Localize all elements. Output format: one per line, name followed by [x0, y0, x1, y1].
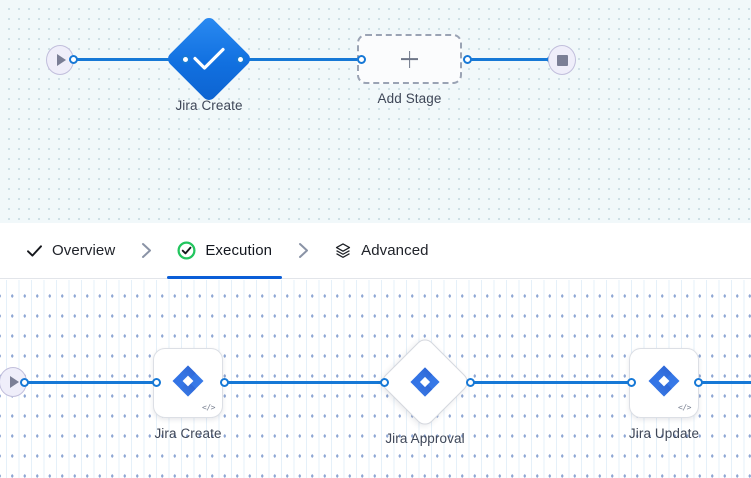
port-jira-approval-in[interactable] [380, 378, 389, 387]
stop-icon [556, 54, 568, 66]
stage-node-jira-create[interactable]: Jira Create [165, 15, 253, 113]
edge-jira-create-to-add-stage [238, 58, 360, 61]
edge-jira-update-outgoing [696, 381, 751, 384]
add-stage-box[interactable] [357, 34, 462, 84]
step-card[interactable]: </> [629, 348, 699, 418]
stage-config-tabbar: Overview Execution [0, 223, 751, 279]
tab-overview[interactable]: Overview [22, 223, 119, 279]
step-label-jira-approval: Jira Approval [385, 431, 465, 446]
port-add-stage-out[interactable] [463, 55, 472, 64]
add-stage-label: Add Stage [377, 91, 442, 106]
port-jira-update-out[interactable] [694, 378, 703, 387]
jira-icon [171, 364, 205, 403]
port-add-stage-in[interactable] [357, 55, 366, 64]
code-badge: </> [202, 403, 215, 412]
pipeline-overview-canvas[interactable]: Jira Create Add Stage [0, 0, 751, 223]
check-icon [178, 28, 240, 90]
edge-start-to-jira-create [72, 58, 184, 61]
edge-add-stage-to-end [466, 58, 550, 61]
step-node-jira-approval[interactable]: Jira Approval [378, 335, 472, 446]
port-jira-create-exec-in[interactable] [152, 378, 161, 387]
pipeline-start-node[interactable] [46, 45, 74, 75]
execution-steps-canvas[interactable]: </> Jira Create [0, 280, 751, 478]
tab-label-advanced: Advanced [361, 242, 429, 259]
tab-label-execution: Execution [205, 242, 273, 259]
jira-icon [647, 364, 681, 403]
step-label-jira-create: Jira Create [154, 426, 222, 441]
play-icon [57, 54, 66, 66]
port-jira-create-exec-out[interactable] [220, 378, 229, 387]
port-exec-start-out[interactable] [20, 378, 29, 387]
stage-label-jira-create: Jira Create [175, 98, 243, 113]
tab-label-overview: Overview [52, 242, 116, 259]
port-jira-approval-out[interactable] [466, 378, 475, 387]
edge-start-to-jira-create-exec [22, 381, 157, 384]
chevron-right-icon [276, 242, 330, 259]
step-node-jira-create[interactable]: </> Jira Create [153, 348, 223, 441]
layers-hexagon-icon [334, 242, 352, 260]
port-jira-update-in[interactable] [627, 378, 636, 387]
check-icon [26, 244, 43, 258]
edge-jira-approval-to-jira-update [468, 381, 628, 384]
code-badge: </> [678, 403, 691, 412]
check-circle-green-icon [177, 241, 196, 260]
play-icon [10, 376, 19, 388]
chevron-right-icon [119, 242, 173, 259]
step-label-jira-update: Jira Update [628, 426, 700, 441]
tab-advanced[interactable]: Advanced [330, 223, 433, 279]
add-stage-node[interactable]: Add Stage [357, 34, 462, 106]
port-start-out[interactable] [69, 55, 78, 64]
step-node-jira-update[interactable]: </> Jira Update [629, 348, 699, 441]
plus-icon [401, 51, 418, 68]
port-jira-create-out[interactable] [236, 55, 245, 64]
tab-execution[interactable]: Execution [167, 223, 282, 279]
step-card[interactable]: </> [153, 348, 223, 418]
jira-icon [392, 349, 458, 415]
port-jira-create-in[interactable] [181, 55, 190, 64]
edge-jira-create-to-jira-approval [222, 381, 383, 384]
pipeline-end-node[interactable] [548, 45, 576, 75]
